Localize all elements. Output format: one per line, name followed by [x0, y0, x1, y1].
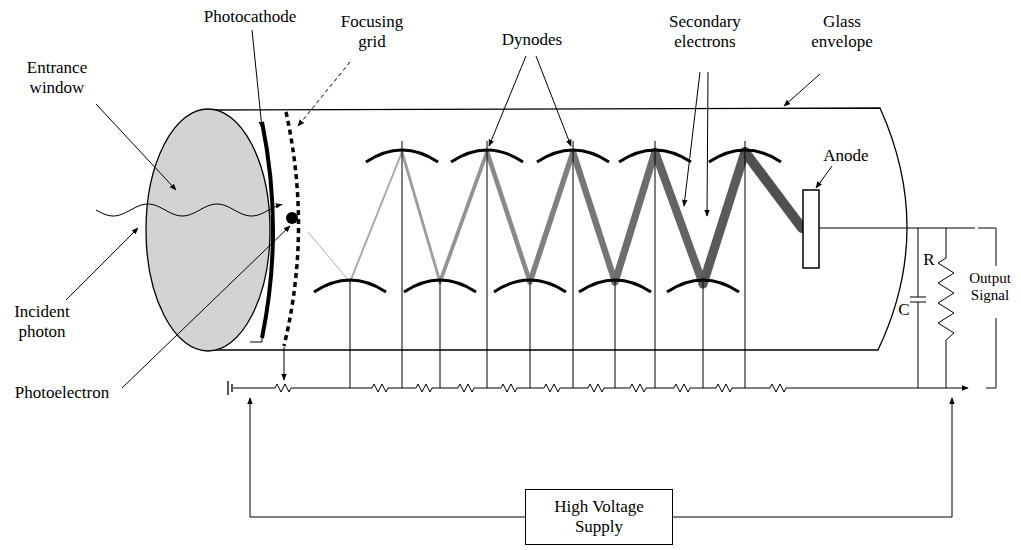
- grid-wire: [284, 347, 285, 380]
- dynode-wire: [530, 281, 531, 388]
- dynode-wire: [487, 141, 488, 388]
- part-label: Incident photon: [2, 302, 82, 341]
- cathode-wire: [250, 338, 262, 342]
- output-bracket: [978, 228, 996, 388]
- dynode-wire: [402, 141, 403, 388]
- electron-path: [615, 152, 655, 282]
- dynode-wire: [573, 141, 574, 388]
- electron-path: [745, 152, 802, 228]
- supply-box: High Voltage Supply: [525, 489, 673, 545]
- part-label: Photocathode: [185, 7, 315, 27]
- electron-path: [308, 232, 350, 282]
- electron-path: [487, 152, 530, 282]
- supply-wire: [673, 398, 952, 517]
- part-label: Output Signal: [963, 270, 1017, 305]
- entrance-window: [146, 109, 270, 351]
- electron-path: [350, 152, 402, 282]
- electron-path: [703, 152, 745, 284]
- part-label: Glass envelope: [797, 12, 887, 51]
- electron-paths: [308, 152, 802, 284]
- part-label: Secondary electrons: [650, 12, 760, 51]
- photon-wave: [96, 204, 282, 216]
- electron-path: [402, 152, 440, 282]
- part-label: C: [896, 300, 912, 320]
- dynode-wire: [350, 281, 351, 388]
- part-label: Dynodes: [487, 30, 577, 50]
- part-label: Photoelectron: [0, 383, 127, 403]
- output-wire: [819, 228, 975, 229]
- resistor-symbol: [938, 228, 954, 388]
- divider-chain: [233, 384, 968, 392]
- wires: [233, 141, 968, 392]
- part-label: Anode: [816, 146, 876, 166]
- supply-wire: [250, 398, 525, 517]
- dynodes: [314, 150, 781, 292]
- part-label: R: [921, 250, 937, 270]
- glass-envelope: [208, 108, 907, 350]
- ground-symbol: [228, 381, 232, 395]
- electron-path: [573, 152, 615, 282]
- dynode-wire: [703, 281, 704, 388]
- electron-path: [655, 152, 703, 284]
- electron-path: [440, 152, 487, 282]
- part-label: Entrance window: [12, 58, 102, 97]
- dynode-wire: [745, 141, 746, 388]
- box-text: High Voltage Supply: [540, 497, 658, 538]
- photoelectron-dot: [286, 212, 298, 224]
- dynode-wire: [655, 141, 656, 388]
- dynode-wire: [440, 281, 441, 388]
- part-label: Focusing grid: [332, 12, 412, 51]
- electron-path: [530, 152, 573, 282]
- dynode-wire: [615, 281, 616, 388]
- leader-lines: [66, 30, 832, 388]
- photocathode: [262, 122, 273, 338]
- anode: [803, 190, 819, 268]
